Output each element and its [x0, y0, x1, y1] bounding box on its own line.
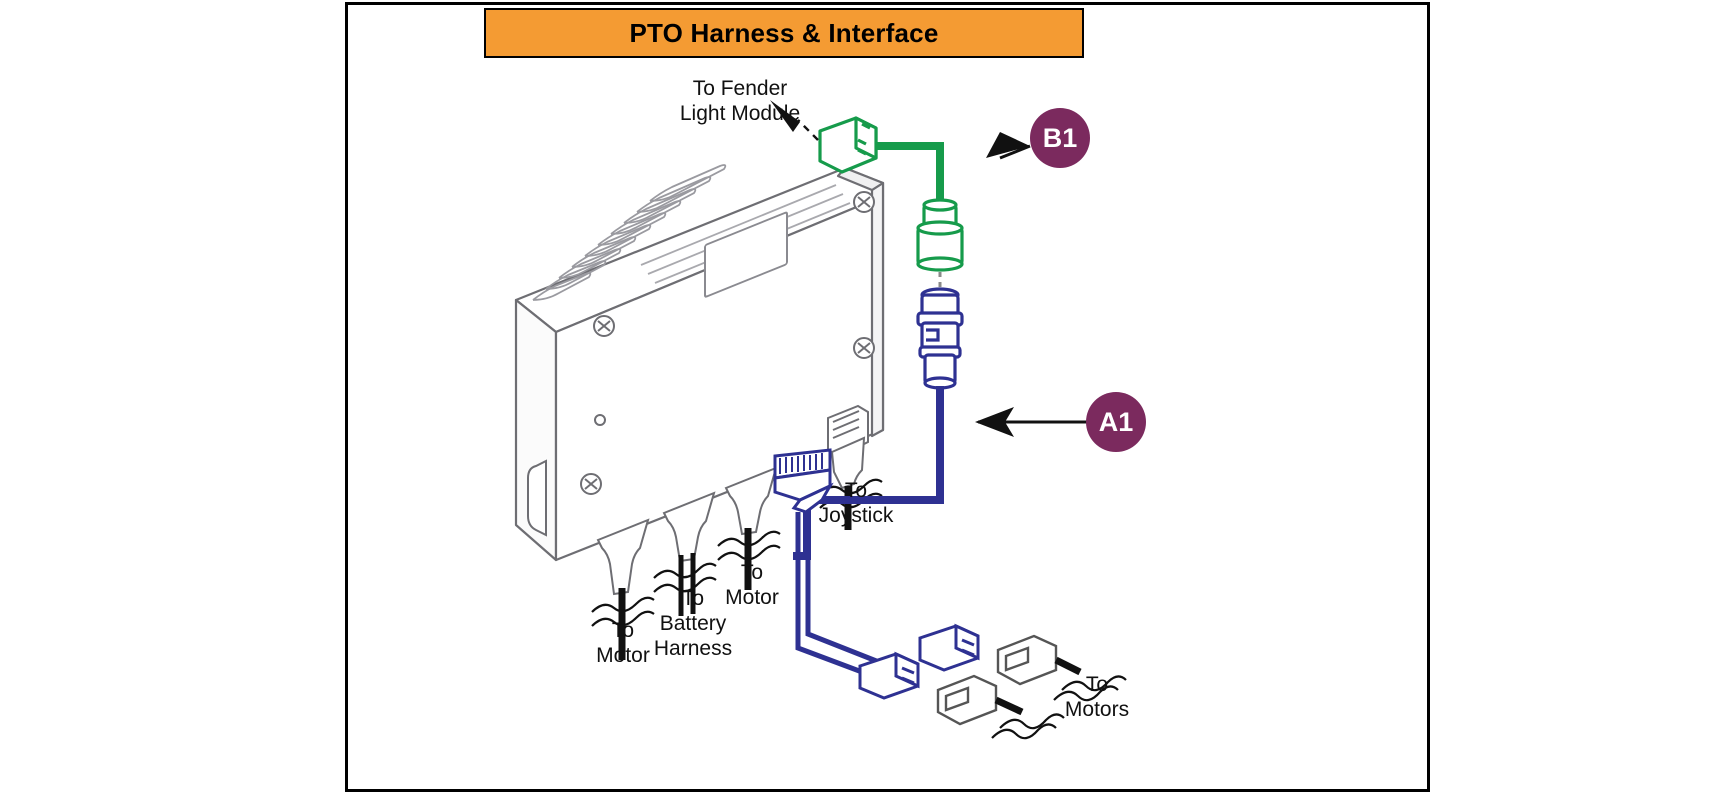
navy-multipin-connector	[773, 448, 834, 514]
label-to-motor-left: To Motor	[596, 619, 650, 667]
label-to-battery-harness: To Battery Harness	[653, 587, 733, 660]
break-symbol-battery	[653, 562, 717, 593]
joystick-port-connector	[827, 404, 869, 490]
green-inline-connector	[916, 198, 964, 272]
arrow-fender	[770, 100, 800, 132]
callout-badge-a1-label: A1	[1098, 406, 1134, 437]
label-to-motor-mid: To Motor	[725, 561, 779, 609]
label-plate	[704, 211, 788, 298]
green-wire-upper	[876, 142, 944, 208]
screw-icon	[580, 191, 875, 495]
motor-connector-pair	[858, 623, 1127, 740]
arrow-b1	[986, 132, 1030, 158]
cable-boot-motor-mid	[724, 466, 778, 536]
label-to-fender-light-module: To Fender Light Module	[679, 77, 801, 125]
wire-battery	[678, 553, 696, 616]
vent-louvres	[532, 164, 727, 301]
navy-twin-leads	[795, 512, 885, 675]
page-title: PTO Harness & Interface	[629, 17, 939, 48]
callout-badge-a1[interactable]: A1	[1086, 392, 1146, 452]
label-to-motors: To Motors	[1064, 673, 1130, 721]
side-slot	[527, 459, 547, 537]
navy-inline-connector	[916, 287, 964, 390]
cable-boot-motor-left	[596, 518, 650, 596]
leader-fender	[797, 119, 819, 141]
break-symbol-motor-left	[591, 596, 655, 627]
callout-badge-b1-label: B1	[1042, 122, 1078, 153]
port-dot	[594, 414, 606, 426]
leader-b1	[999, 144, 1031, 160]
callout-badge-b1[interactable]: B1	[1030, 108, 1090, 168]
green-rectangular-connector	[818, 116, 878, 174]
break-symbol-motor-mid	[717, 530, 781, 561]
title-banner: PTO Harness & Interface	[484, 8, 1084, 58]
label-to-joystick: To Joystick	[818, 479, 894, 527]
